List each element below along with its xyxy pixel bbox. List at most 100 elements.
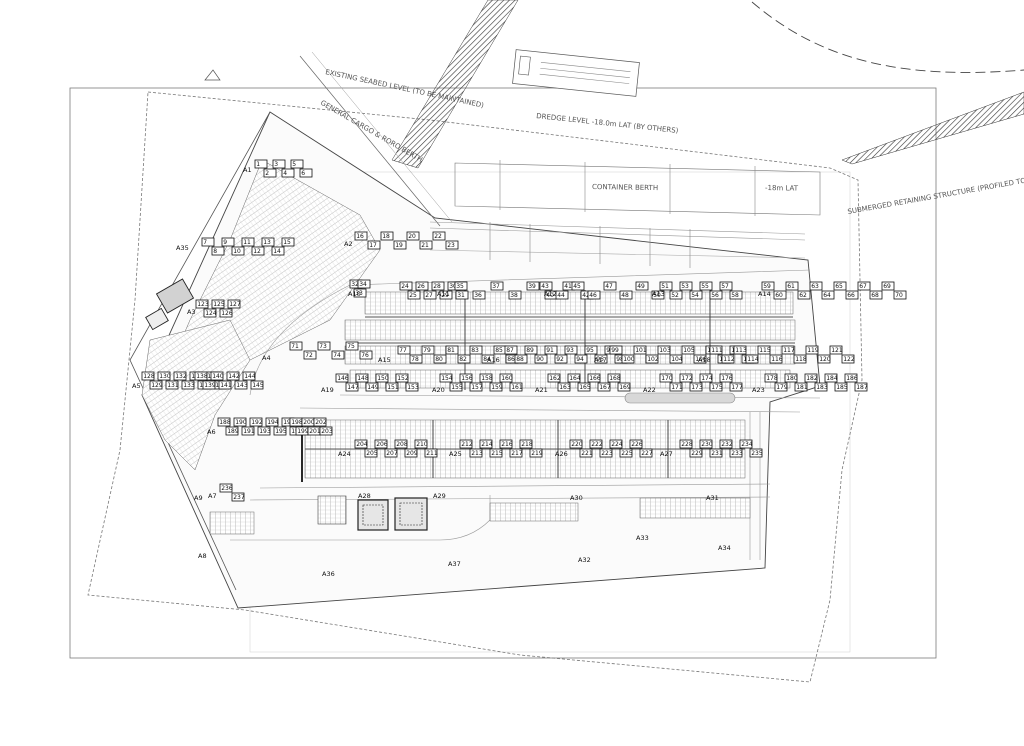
- callout-tag: 52: [669, 290, 683, 300]
- svg-text:103: 103: [659, 347, 671, 354]
- callout-tag: 96: [594, 354, 608, 364]
- callout-tag: 65: [833, 281, 847, 291]
- crane-rail-stubs: [489, 160, 756, 268]
- callout-tag: 78: [409, 354, 423, 364]
- svg-text:211: 211: [426, 450, 438, 457]
- svg-text:152: 152: [397, 375, 409, 382]
- svg-text:A1: A1: [243, 166, 252, 174]
- svg-text:A26: A26: [555, 450, 568, 458]
- callout-tag: 103: [657, 345, 671, 355]
- svg-text:91: 91: [546, 347, 554, 354]
- callout-tag: 15: [281, 237, 295, 247]
- svg-text:16: 16: [356, 233, 364, 240]
- callout-tag: 177: [729, 382, 743, 392]
- callout-tag: 2: [263, 168, 277, 178]
- svg-text:A20: A20: [432, 386, 445, 394]
- callout-tag: 180: [784, 373, 798, 383]
- svg-text:A30: A30: [570, 494, 583, 502]
- svg-text:93: 93: [566, 347, 574, 354]
- svg-text:139: 139: [204, 382, 216, 389]
- callout-tag: 189: [225, 426, 239, 436]
- svg-text:198: 198: [291, 419, 303, 426]
- callout-tag: 120: [817, 354, 831, 364]
- area-label: A29: [433, 492, 446, 500]
- svg-text:28: 28: [433, 283, 441, 290]
- callout-tag: 44: [555, 290, 569, 300]
- svg-text:A24: A24: [338, 450, 351, 458]
- callout-tag: 212: [459, 439, 473, 449]
- svg-text:223: 223: [601, 450, 613, 457]
- svg-text:106: 106: [695, 356, 707, 363]
- svg-text:187: 187: [856, 384, 868, 391]
- svg-text:228: 228: [681, 441, 693, 448]
- svg-text:170: 170: [661, 375, 673, 382]
- svg-text:117: 117: [783, 347, 795, 354]
- svg-text:22: 22: [434, 233, 442, 240]
- callout-tag: 53: [679, 281, 693, 291]
- svg-text:A13: A13: [652, 290, 665, 298]
- svg-text:34: 34: [359, 281, 367, 288]
- svg-text:186: 186: [846, 375, 858, 382]
- berth-rail-2: [429, 227, 806, 241]
- svg-text:32: 32: [351, 281, 359, 288]
- svg-text:A17: A17: [594, 356, 607, 364]
- area-label: A2: [344, 240, 353, 248]
- svg-text:A10: A10: [348, 290, 361, 298]
- callout-tag: 228: [679, 439, 693, 449]
- svg-text:74: 74: [333, 352, 341, 359]
- callout-tag: 225: [619, 448, 633, 458]
- svg-text:98: 98: [616, 356, 624, 363]
- svg-text:179: 179: [776, 384, 788, 391]
- callout-tag: 60: [773, 290, 787, 300]
- svg-text:143: 143: [236, 382, 248, 389]
- note-retaining: SUBMERGED RETAINING STRUCTURE (PROFILED …: [847, 161, 1024, 216]
- svg-text:42: 42: [582, 292, 590, 299]
- callout-tag: 132: [173, 371, 187, 381]
- callout-tag: 233: [729, 448, 743, 458]
- callout-tag: 62: [797, 290, 811, 300]
- callout-tag: 58: [729, 290, 743, 300]
- svg-text:15: 15: [283, 239, 291, 246]
- svg-text:79: 79: [423, 347, 431, 354]
- callout-tag: 64: [821, 290, 835, 300]
- svg-text:A36: A36: [322, 570, 335, 578]
- callout-tag: 208: [394, 439, 408, 449]
- svg-text:145: 145: [252, 382, 264, 389]
- svg-text:53: 53: [681, 283, 689, 290]
- callout-tag: 220: [569, 439, 583, 449]
- svg-text:8: 8: [213, 248, 217, 255]
- svg-text:66: 66: [847, 292, 855, 299]
- area-label: A28: [358, 492, 371, 500]
- svg-text:78: 78: [411, 356, 419, 363]
- svg-text:A7: A7: [208, 492, 217, 500]
- svg-text:234: 234: [741, 441, 753, 448]
- svg-text:9: 9: [223, 239, 227, 246]
- callout-tag: 141: [218, 380, 232, 390]
- area-label: A33: [636, 534, 649, 542]
- area-label: A37: [448, 560, 461, 568]
- area-label: A36: [322, 570, 335, 578]
- callout-tag: 25: [407, 290, 421, 300]
- callout-tag: 165: [577, 382, 591, 392]
- callout-tag: 163: [557, 382, 571, 392]
- area-label: A23: [752, 386, 765, 394]
- svg-text:86: 86: [507, 356, 515, 363]
- area-label: A32: [578, 556, 591, 564]
- callout-tag: 179: [774, 382, 788, 392]
- svg-text:67: 67: [859, 283, 867, 290]
- reclamation-boundary: [87, 91, 863, 683]
- note-seabed: EXISTING SEABED LEVEL (TO BE MAINTAINED): [325, 68, 485, 110]
- container-yard: [301, 290, 796, 482]
- callout-tag: 157: [469, 382, 483, 392]
- callout-tag: 192: [249, 417, 263, 427]
- callout-tag: 93: [564, 345, 578, 355]
- svg-text:88: 88: [516, 356, 524, 363]
- callout-tag: 182: [804, 373, 818, 383]
- svg-text:182: 182: [806, 375, 818, 382]
- svg-text:127: 127: [229, 301, 241, 308]
- svg-text:190: 190: [235, 419, 247, 426]
- container-berth-outline: [454, 162, 821, 216]
- svg-text:214: 214: [481, 441, 493, 448]
- svg-text:222: 222: [591, 441, 603, 448]
- area-label: A8: [198, 552, 207, 560]
